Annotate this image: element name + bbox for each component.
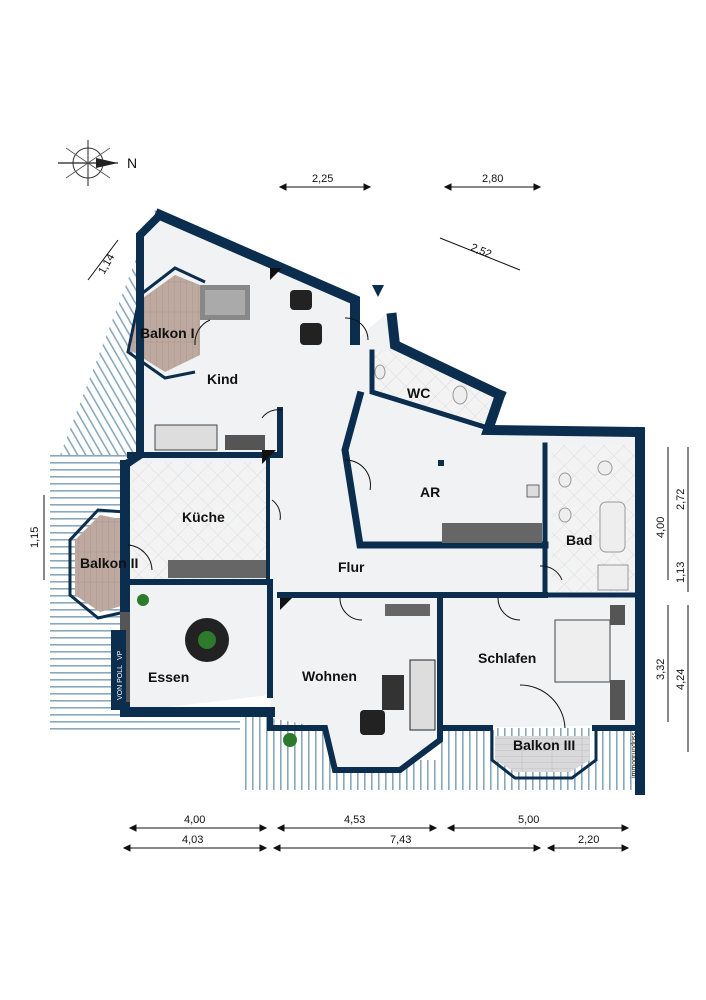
dim-bottom-1: 4,00: [184, 814, 205, 826]
room-label-ar: AR: [420, 484, 440, 500]
balcony-floors: [75, 275, 590, 772]
balcony-outlines: [68, 266, 598, 780]
dim-right-4: 3,32: [655, 659, 667, 680]
dim-right-1: 4,00: [655, 517, 667, 538]
logo-mark: VP: [117, 650, 124, 660]
room-label-essen: Essen: [148, 669, 189, 685]
room-label-balkon-3: Balkon III: [513, 737, 575, 753]
dim-diag-left: 1,14: [96, 252, 117, 277]
room-label-schlafen: Schlafen: [478, 650, 536, 666]
credit-text: immogrundriss: [631, 732, 638, 778]
room-label-balkon-1: Balkon I: [140, 325, 194, 341]
wc-floor: [372, 350, 500, 425]
room-label-balkon-2: Balkon II: [80, 555, 138, 571]
room-label-kueche: Küche: [182, 509, 225, 525]
logo-text: VON POLL: [117, 665, 124, 700]
dim-bottom-5: 7,43: [390, 834, 411, 846]
dim-top-2: 2,80: [482, 173, 503, 185]
dim-bottom-6: 2,20: [578, 834, 599, 846]
room-label-wohnen: Wohnen: [302, 668, 357, 684]
compass: N: [58, 140, 137, 186]
dim-top-1: 2,25: [312, 173, 333, 185]
dim-bottom-3: 5,00: [518, 814, 539, 826]
dim-bottom-2: 4,53: [344, 814, 365, 826]
room-label-bad: Bad: [566, 532, 592, 548]
dimension-lines: [43, 183, 689, 852]
room-label-flur: Flur: [338, 559, 365, 575]
dim-right-5: 4,24: [675, 669, 687, 690]
floor-areas: [125, 215, 640, 770]
door-swings: [127, 317, 566, 729]
room-label-kind: Kind: [207, 371, 238, 387]
dim-right-3: 1,13: [675, 562, 687, 583]
dim-bottom-4: 4,03: [182, 834, 203, 846]
furniture: [120, 268, 629, 747]
room-label-wc: WC: [407, 385, 430, 401]
dim-diag-right: 2,52: [469, 242, 493, 261]
compass-north-label: N: [127, 155, 137, 171]
dim-right-2: 2,72: [675, 489, 687, 510]
room-labels: Balkon I Kind WC AR Küche Bad Balkon II …: [80, 325, 592, 753]
walls: [119, 208, 645, 795]
dim-left-1: 1,15: [29, 527, 41, 548]
branding: VON POLL VP immogrundriss: [111, 630, 638, 778]
